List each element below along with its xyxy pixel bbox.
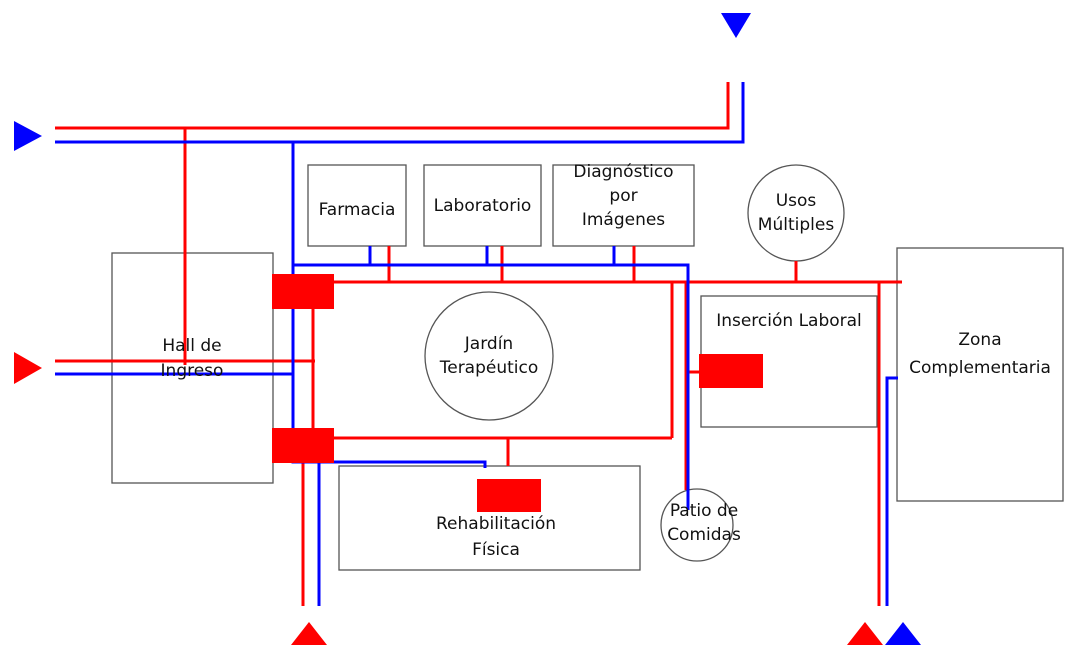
farmacia-box — [307, 164, 407, 247]
red-up-arrow-icon-right — [847, 622, 883, 645]
patio-comidas-circle — [660, 488, 734, 562]
blue-down-arrow-icon — [721, 13, 751, 38]
blue-up-arrow-icon-right — [885, 622, 921, 645]
label-laboratorio: Laboratorio — [433, 196, 532, 216]
node-block-lower — [272, 428, 334, 463]
blue-right-arrow-icon — [14, 121, 42, 151]
red-up-arrow-icon-left — [291, 622, 327, 645]
zona-complementaria-box — [896, 247, 1064, 502]
label-insercion-laboral: Inserción Laboral — [716, 311, 862, 331]
node-block-upper — [272, 274, 334, 309]
jardin-terapeutico-circle — [424, 291, 554, 421]
label-farmacia: Farmacia — [318, 200, 396, 220]
node-block-rehabilitacion — [477, 479, 541, 512]
hall-ingreso-box — [111, 252, 274, 484]
laboratorio-box — [423, 164, 542, 247]
red-circulation — [55, 82, 902, 606]
red-right-arrow-icon — [14, 352, 42, 384]
diagnostico-box — [552, 164, 695, 247]
node-block-insercion — [699, 354, 763, 388]
